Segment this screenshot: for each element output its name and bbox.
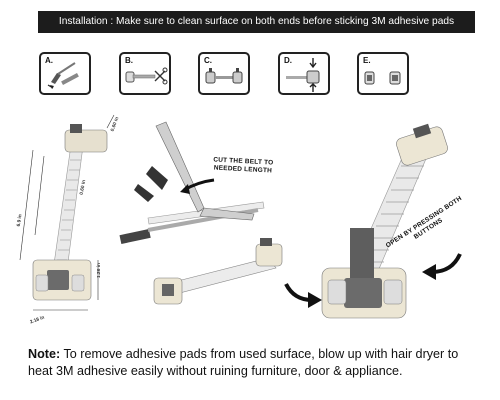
installation-banner: Installation : Make sure to clean surfac… xyxy=(38,11,475,33)
note-label: Note: xyxy=(28,347,61,361)
left-press-arrow-icon xyxy=(284,283,322,308)
step-d-letter: D. xyxy=(284,56,292,65)
step-e-letter: E. xyxy=(363,56,371,65)
cutting-belt-illustration xyxy=(119,121,283,305)
right-press-arrow-icon xyxy=(422,253,462,280)
cut-arrow-icon xyxy=(180,178,215,194)
step-d-box: D. xyxy=(278,52,330,95)
step-c-letter: C. xyxy=(204,56,212,65)
attach-pads-icon xyxy=(205,68,243,84)
latch-dimension-illustration xyxy=(19,114,115,311)
step-b-box: B. xyxy=(119,52,171,95)
cut-belt-callout: CUT THE BELT TO NEEDED LENGTH xyxy=(213,156,274,175)
step-c-box: C. xyxy=(198,52,250,95)
pads-icon xyxy=(364,71,401,85)
clean-surface-icon xyxy=(47,62,79,89)
step-b-letter: B. xyxy=(125,56,133,65)
step-a-letter: A. xyxy=(45,56,53,65)
removal-note: Note: To remove adhesive pads from used … xyxy=(28,346,478,380)
press-buttons-icon xyxy=(286,58,320,92)
step-a-box: A. xyxy=(39,52,91,95)
assembled-latch-illustration xyxy=(321,123,448,319)
note-text: To remove adhesive pads from used surfac… xyxy=(28,347,459,378)
step-e-box: E. xyxy=(357,52,409,95)
dim-base-height: 1.26 in xyxy=(96,263,102,278)
cut-belt-icon xyxy=(125,67,168,85)
